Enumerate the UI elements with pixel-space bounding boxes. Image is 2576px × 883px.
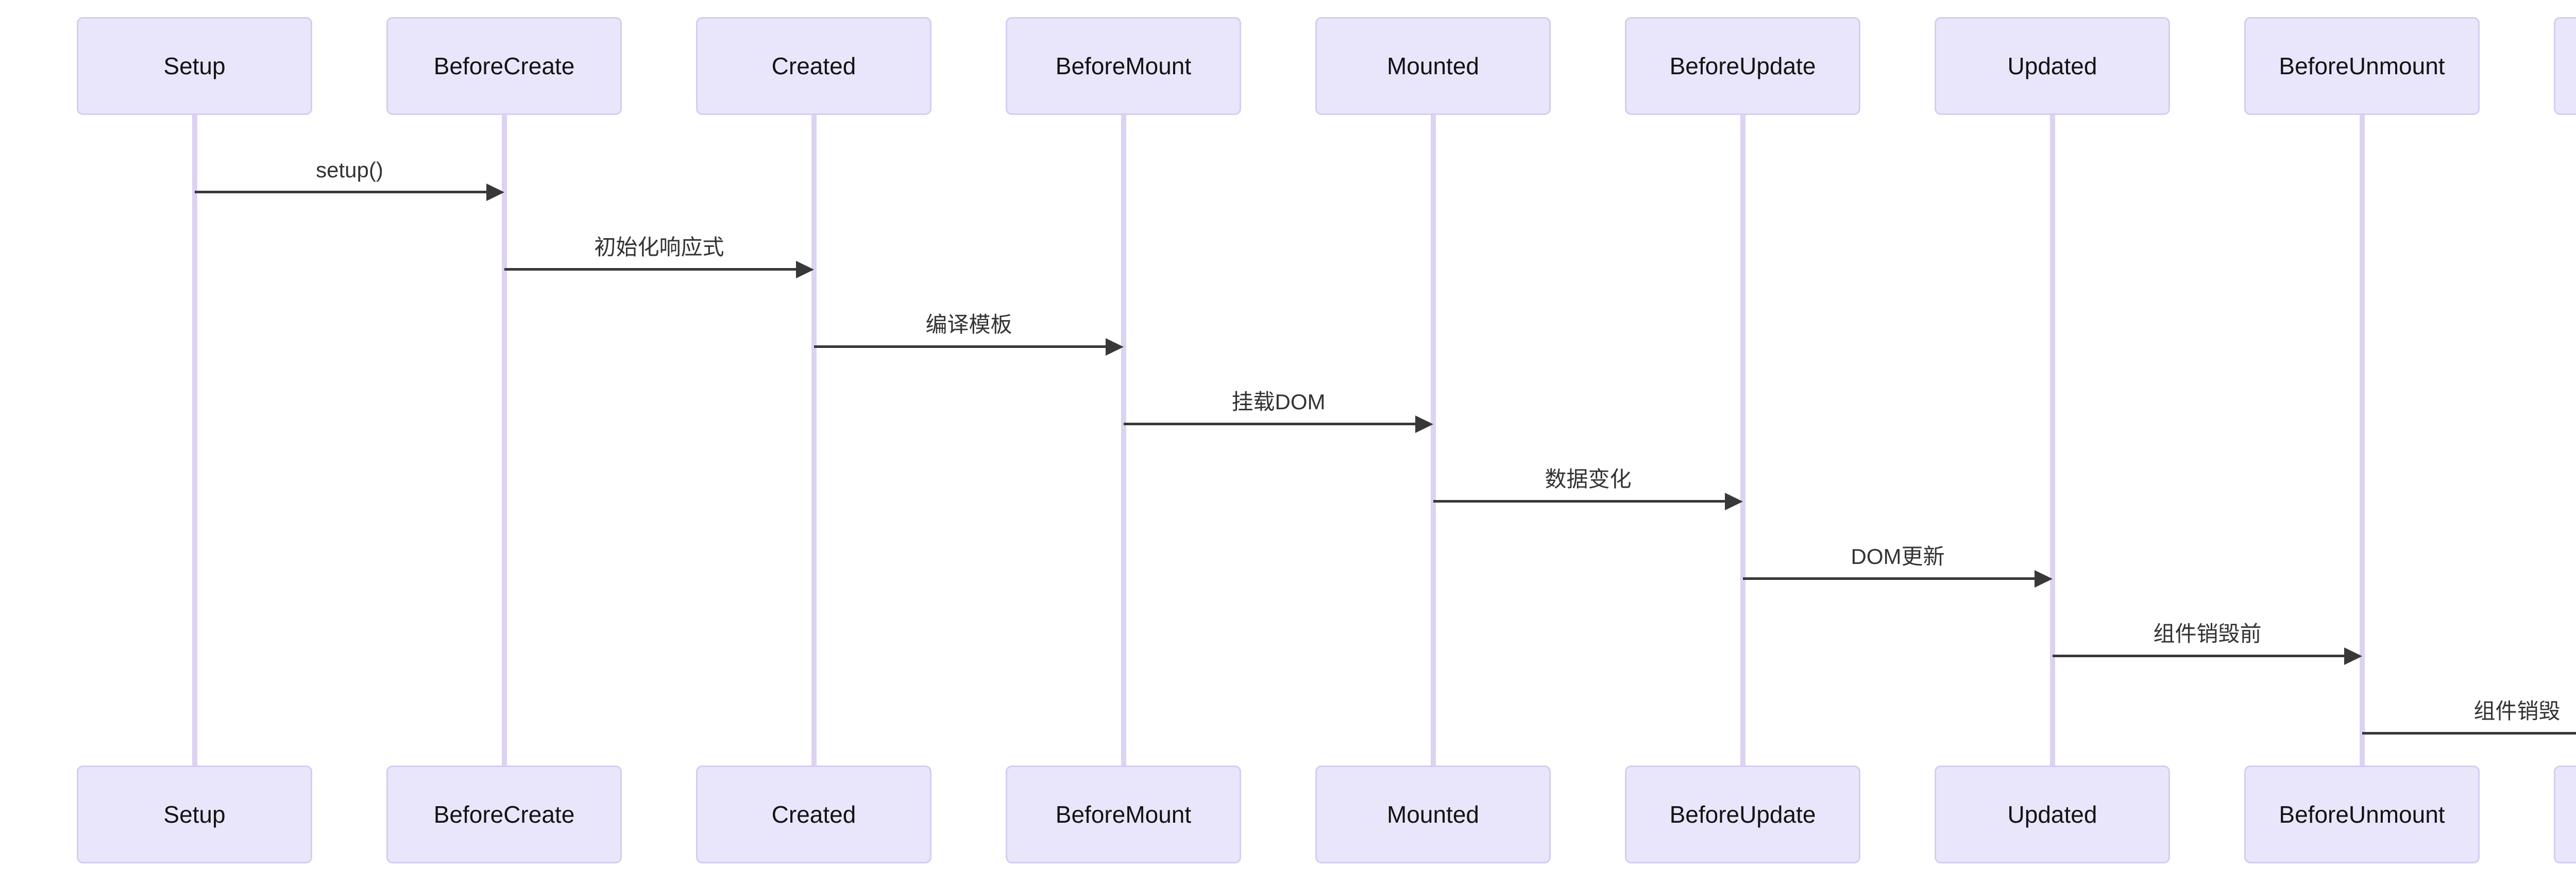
actor-label: Mounted [1386, 53, 1479, 79]
actor-label: Setup [163, 801, 226, 828]
message-label-7: 组件销毁 [2473, 699, 2561, 723]
actor-bottom-unmounted: Unmounted [2554, 765, 2576, 863]
arrow-line-0 [195, 191, 487, 193]
arrow-line-1 [504, 268, 797, 271]
lifeline-setup [192, 115, 197, 765]
arrowhead-icon-5 [2035, 570, 2053, 588]
actor-top-beforeupdate: BeforeUpdate [1625, 17, 1860, 115]
actor-label: BeforeMount [1055, 53, 1192, 79]
actor-label: Setup [163, 53, 226, 79]
arrowhead-icon-2 [1106, 338, 1124, 356]
actor-label: Updated [2007, 801, 2097, 828]
actor-label: BeforeUpdate [1669, 801, 1816, 828]
actor-label: BeforeMount [1055, 801, 1192, 828]
actor-top-beforecreate: BeforeCreate [386, 17, 622, 115]
arrow-line-3 [1124, 423, 1416, 425]
message-label-0: setup() [316, 158, 383, 182]
actor-label: Created [771, 801, 856, 828]
actor-label: Created [771, 53, 856, 79]
actor-top-beforemount: BeforeMount [1006, 17, 1241, 115]
lifeline-created [811, 115, 817, 765]
actor-label: BeforeCreate [433, 53, 575, 79]
arrowhead-icon-3 [1415, 415, 1433, 433]
arrow-line-4 [1433, 500, 1726, 503]
lifeline-updated [2050, 115, 2055, 765]
message-label-5: DOM更新 [1851, 544, 1945, 569]
message-label-4: 数据变化 [1545, 467, 1632, 491]
actor-top-unmounted: Unmounted [2554, 17, 2576, 115]
actor-label: BeforeUnmount [2279, 53, 2445, 79]
message-label-2: 编译模板 [925, 312, 1012, 337]
actor-bottom-created: Created [696, 765, 931, 863]
actor-bottom-mounted: Mounted [1315, 765, 1551, 863]
actor-label: BeforeUpdate [1669, 53, 1816, 79]
arrowhead-icon-0 [486, 184, 504, 201]
arrowhead-icon-6 [2344, 647, 2362, 665]
actor-top-created: Created [696, 17, 931, 115]
message-label-6: 组件销毁前 [2153, 622, 2262, 646]
message-label-1: 初始化响应式 [594, 235, 724, 259]
actor-bottom-beforeunmount: BeforeUnmount [2244, 765, 2480, 863]
lifeline-beforeunmount [2360, 115, 2365, 765]
lifeline-beforeupdate [1740, 115, 1745, 765]
actor-bottom-beforeupdate: BeforeUpdate [1625, 765, 1860, 863]
actor-top-setup: Setup [77, 17, 312, 115]
arrow-line-2 [814, 345, 1107, 348]
lifeline-mounted [1431, 115, 1436, 765]
lifeline-beforemount [1121, 115, 1126, 765]
actor-label: Mounted [1386, 801, 1479, 828]
actor-label: Updated [2007, 53, 2097, 79]
actor-label: BeforeUnmount [2279, 801, 2445, 828]
actor-bottom-beforemount: BeforeMount [1006, 765, 1241, 863]
lifeline-beforecreate [502, 115, 507, 765]
message-label-3: 挂载DOM [1231, 390, 1326, 414]
arrow-line-6 [2053, 655, 2345, 657]
actor-bottom-beforecreate: BeforeCreate [386, 765, 622, 863]
actor-top-updated: Updated [1935, 17, 2170, 115]
actor-top-beforeunmount: BeforeUnmount [2244, 17, 2480, 115]
arrowhead-icon-4 [1725, 493, 1743, 510]
actor-label: BeforeCreate [433, 801, 575, 828]
actor-top-mounted: Mounted [1315, 17, 1551, 115]
arrow-line-7 [2362, 732, 2576, 735]
actor-bottom-updated: Updated [1935, 765, 2170, 863]
actor-bottom-setup: Setup [77, 765, 312, 863]
arrowhead-icon-1 [796, 261, 814, 278]
arrow-line-5 [1743, 577, 2036, 580]
